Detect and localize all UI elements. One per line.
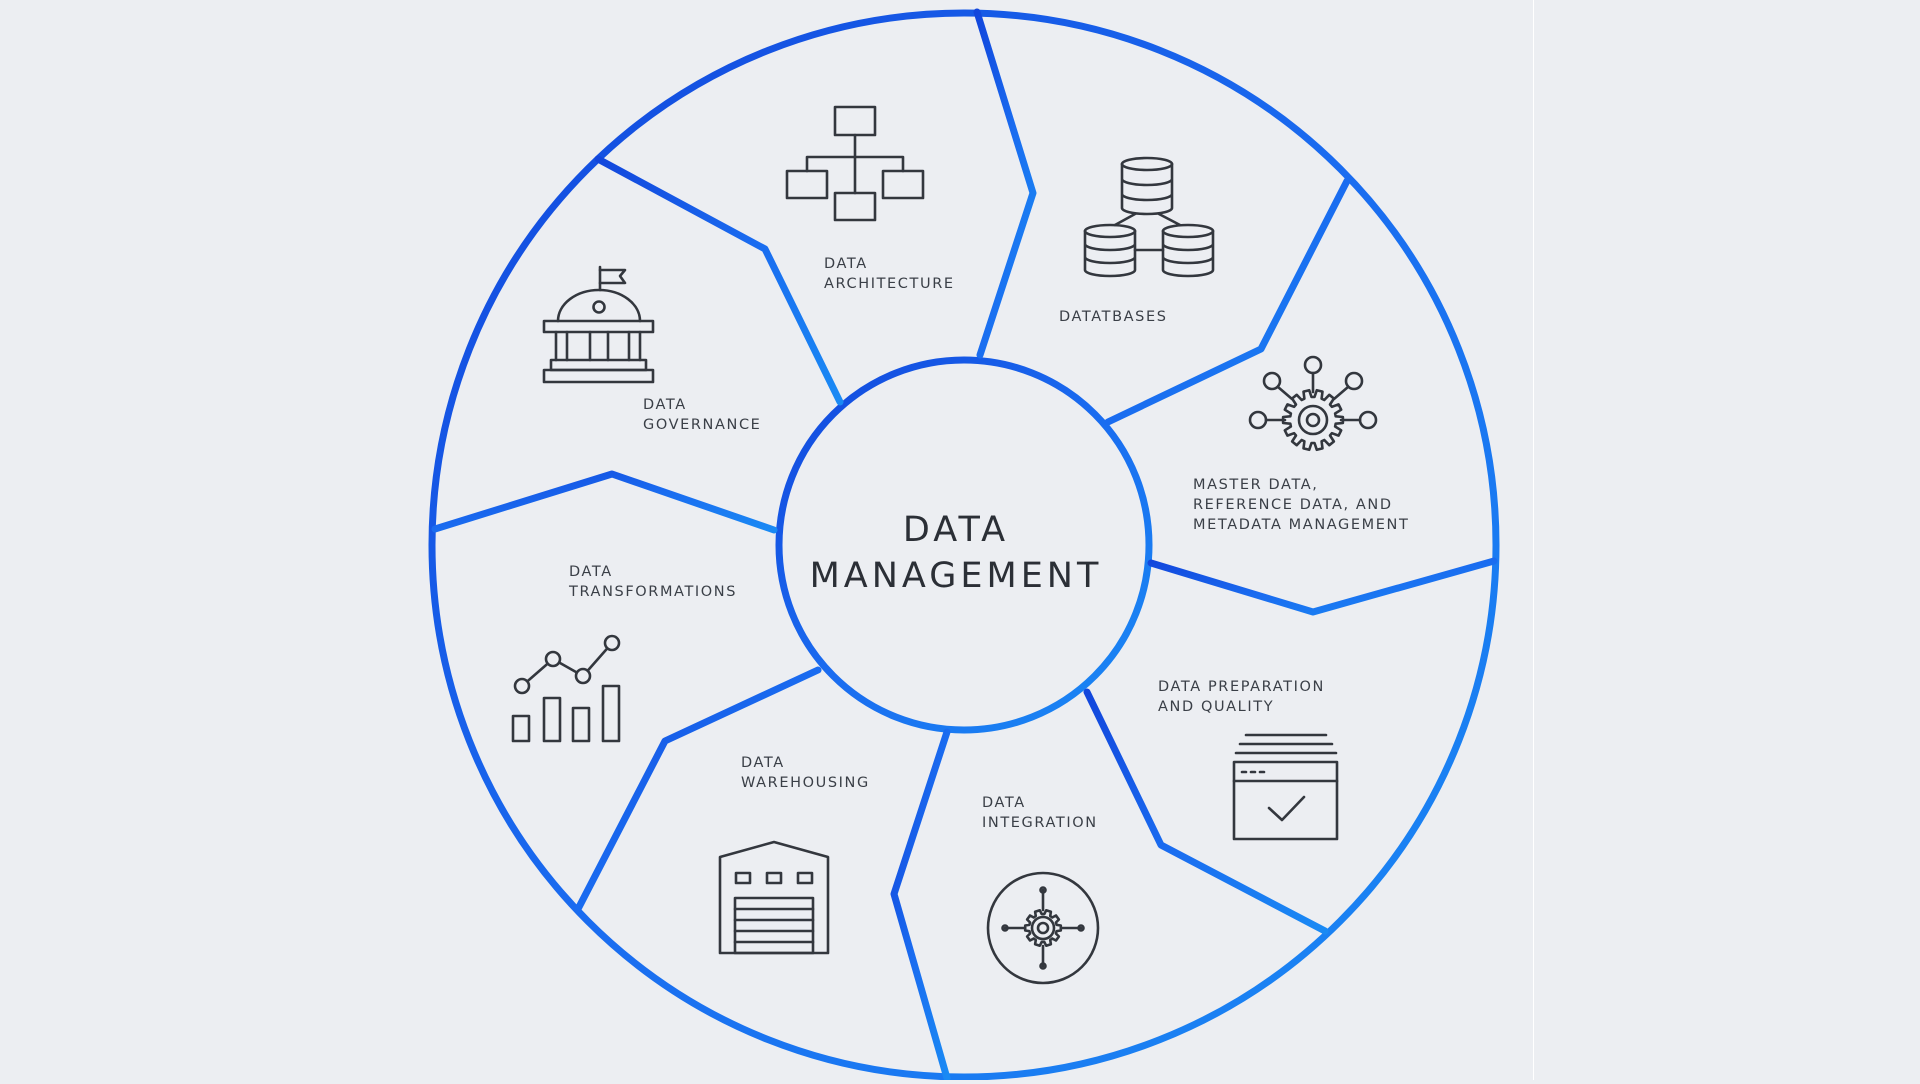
label-line: GOVERNANCE (643, 417, 761, 433)
inner-ring (775, 356, 1153, 734)
segment-databases: DATATBASES (1059, 156, 1215, 325)
warehouse-icon (718, 840, 830, 955)
label-line: DATA (824, 256, 868, 272)
label-line: MASTER DATA, (1193, 477, 1319, 493)
label-line: DATA (741, 755, 785, 771)
gear-network-icon (1248, 355, 1378, 452)
gear-teeth (1023, 909, 1063, 947)
center-title-line2: MANAGEMENT (810, 556, 1103, 596)
segment-data-warehousing: DATA WAREHOUSING (718, 755, 870, 955)
divider (594, 155, 844, 406)
center-title-line1: DATA (903, 510, 1009, 550)
panel-divider (1533, 0, 1534, 1080)
label-line: DATA (643, 397, 687, 413)
label-line: DATA (569, 564, 613, 580)
segment-data-governance: DATA GOVERNANCE (542, 265, 761, 433)
label-line: AND QUALITY (1158, 699, 1274, 715)
segment-data-preparation: DATA PREPARATION AND QUALITY (1158, 679, 1339, 841)
label-line: ARCHITECTURE (824, 276, 955, 292)
segment-dividers (431, 8, 1498, 1082)
divider (574, 666, 822, 913)
label-line: DATA (982, 795, 1026, 811)
label-line: WAREHOUSING (741, 775, 870, 791)
divider (431, 470, 778, 534)
hierarchy-icon (785, 105, 925, 222)
divider (973, 8, 1037, 359)
segment-data-architecture: DATA ARCHITECTURE (785, 105, 955, 292)
label-line: INTEGRATION (982, 815, 1098, 831)
label-line: DATA PREPARATION (1158, 679, 1325, 695)
gear-teeth (1281, 388, 1345, 452)
label-line: DATATBASES (1059, 309, 1168, 325)
divider (1147, 557, 1498, 616)
divider (1104, 177, 1351, 426)
government-building-icon (542, 265, 655, 384)
segment-data-integration: DATA INTEGRATION (982, 795, 1100, 985)
divider (1083, 688, 1329, 935)
segment-master-data: MASTER DATA, REFERENCE DATA, AND METADAT… (1193, 355, 1409, 533)
label-line: REFERENCE DATA, AND (1193, 497, 1393, 513)
segment-data-transformations: DATA TRANSFORMATIONS (511, 564, 737, 743)
label-line: METADATA MANAGEMENT (1193, 517, 1409, 533)
chart-icon (511, 634, 621, 743)
checked-window-icon (1232, 733, 1339, 841)
integration-gear-icon (986, 871, 1100, 985)
divider (890, 728, 951, 1082)
database-icon (1083, 156, 1215, 278)
label-line: TRANSFORMATIONS (568, 584, 737, 600)
outer-ring (428, 9, 1500, 1081)
